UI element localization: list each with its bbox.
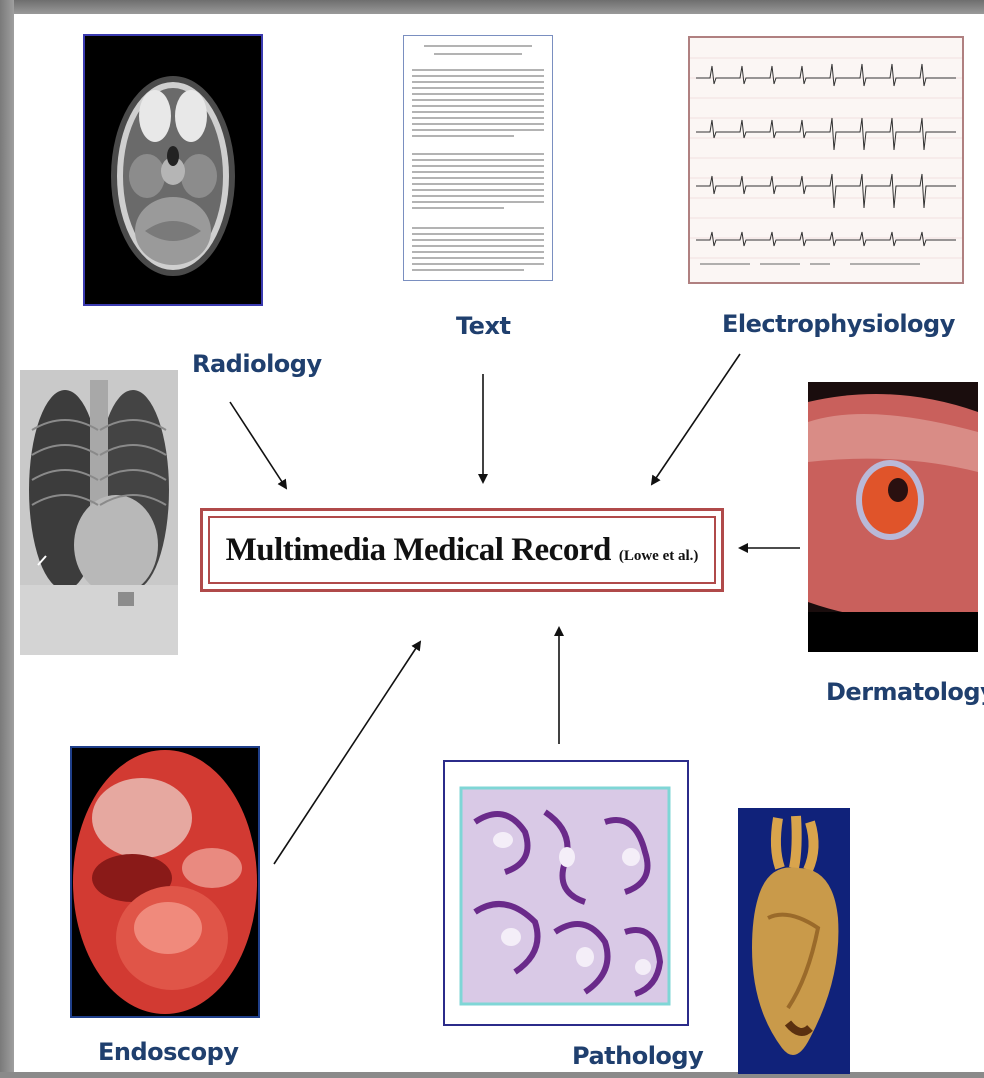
multimedia-record-box: Multimedia Medical Record (Lowe et al.) xyxy=(200,508,724,592)
label-radiology: Radiology xyxy=(192,350,322,378)
arrow-endoscopy xyxy=(274,642,420,864)
label-endoscopy: Endoscopy xyxy=(98,1038,238,1066)
label-text: Text xyxy=(456,312,510,340)
record-citation: (Lowe et al.) xyxy=(619,548,699,565)
label-dermatology: Dermatology xyxy=(826,678,984,706)
arrow-electrophysiology xyxy=(652,354,740,484)
multimedia-record-inner: Multimedia Medical Record (Lowe et al.) xyxy=(208,516,716,584)
arrow-radiology xyxy=(230,402,286,488)
label-pathology: Pathology xyxy=(572,1042,703,1070)
label-electrophysiology: Electrophysiology xyxy=(722,310,955,338)
record-title: Multimedia Medical Record xyxy=(226,532,611,569)
